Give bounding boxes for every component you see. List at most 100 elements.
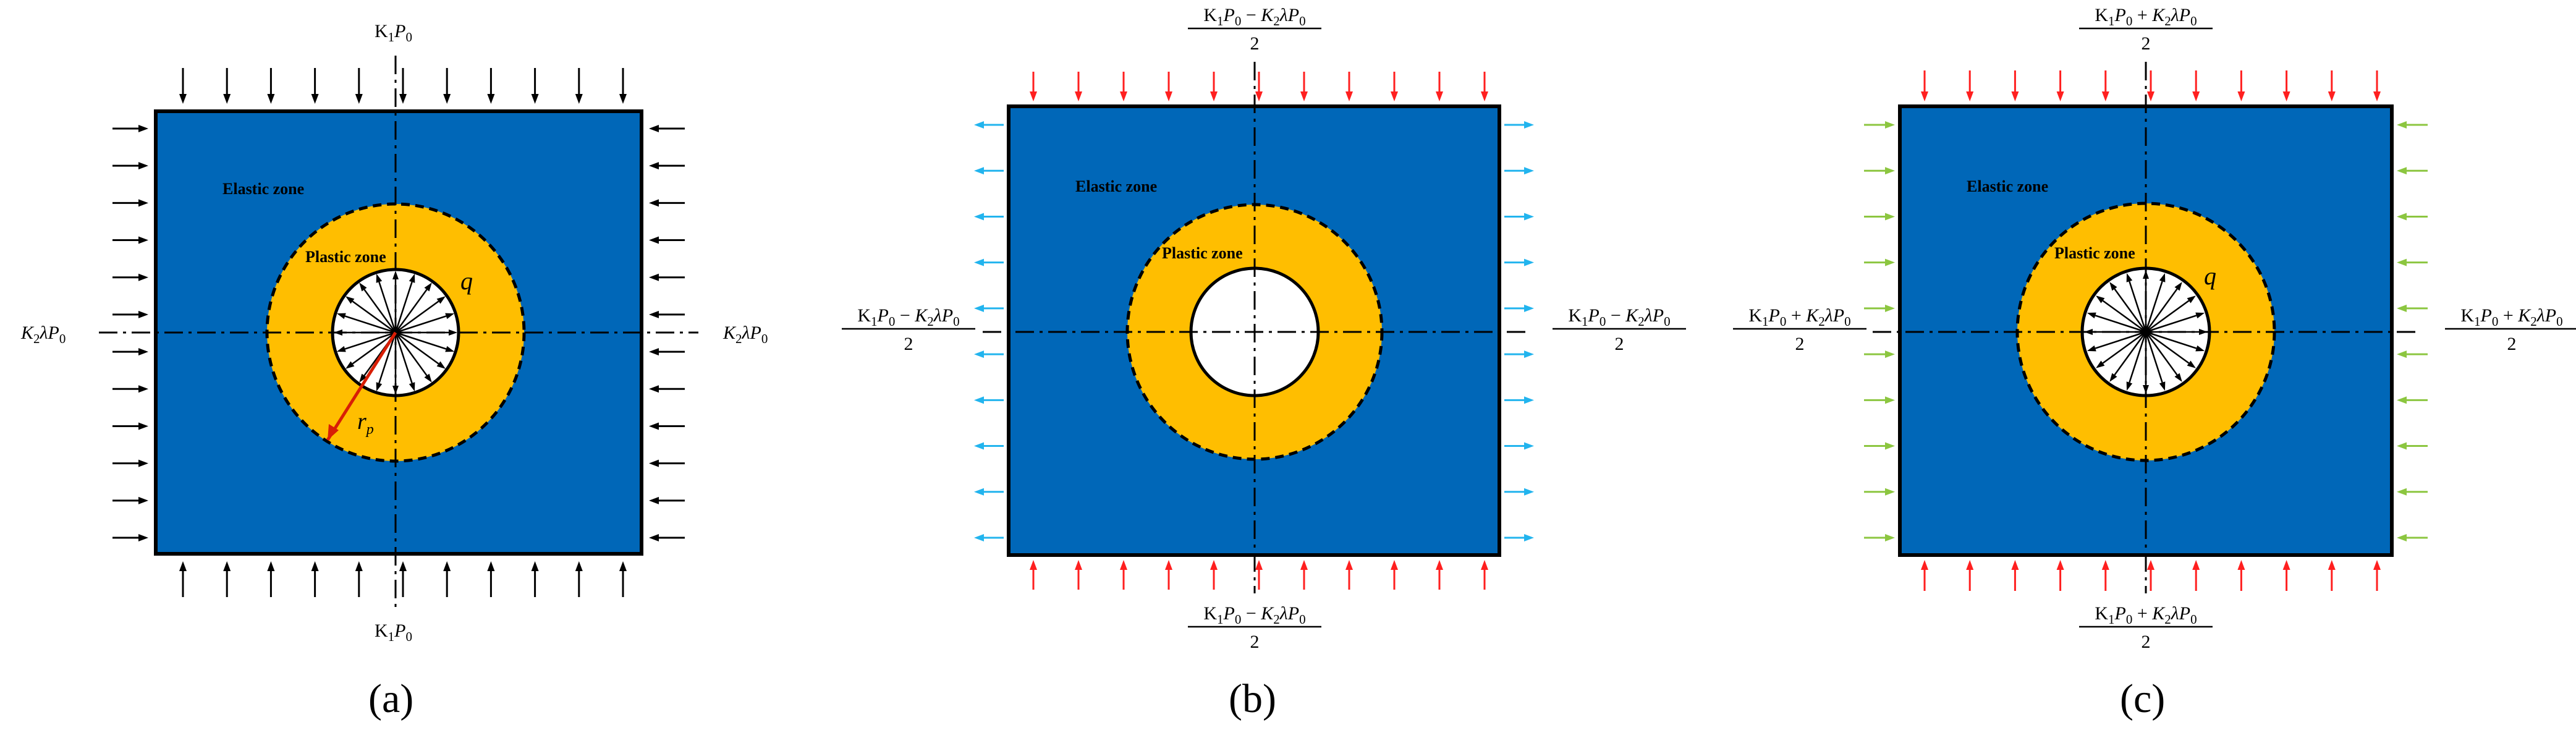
- arrow-icon: [619, 561, 627, 597]
- arrow-icon: [223, 561, 231, 597]
- arrow-icon: [112, 162, 148, 170]
- arrow-icon: [2147, 560, 2154, 591]
- fraction-denominator: 2: [2507, 334, 2517, 354]
- arrow-icon: [1504, 258, 1534, 266]
- arrow-icon: [974, 167, 1004, 175]
- elastic-zone-label: Elastic zone: [1967, 177, 2048, 195]
- arrow-icon: [2397, 121, 2428, 129]
- arrow-icon: [2237, 560, 2245, 591]
- arrow-icon: [267, 68, 275, 104]
- radial-arrow-icon: [395, 331, 446, 369]
- arrow-icon: [974, 534, 1004, 541]
- radial-arrow-icon: [2143, 270, 2149, 332]
- load-arrows: [112, 68, 685, 597]
- radial-arrow-icon: [2087, 331, 2146, 352]
- support-pressure-arrows: [2084, 270, 2208, 394]
- fraction-denominator: 2: [904, 334, 913, 354]
- fraction-numerator: K1P0 − K2λP0: [1203, 5, 1305, 28]
- support-pressure-label: q: [2204, 262, 2216, 290]
- plastic-zone-label: Plastic zone: [305, 248, 386, 266]
- elastic-zone-label: Elastic zone: [1075, 177, 1157, 195]
- arrow-icon: [974, 442, 1004, 450]
- top-load-label: K1P0: [375, 21, 412, 45]
- arrow-icon: [974, 258, 1004, 266]
- radial-arrow-icon: [2145, 331, 2182, 382]
- arrow-icon: [1075, 560, 1082, 590]
- arrow-icon: [2101, 560, 2109, 591]
- fraction-denominator: 2: [1250, 632, 1260, 652]
- arrow-icon: [575, 561, 583, 597]
- radial-arrow-icon: [345, 331, 396, 369]
- arrow-icon: [1921, 560, 1928, 591]
- arrow-icon: [2011, 70, 2019, 101]
- radial-arrow-icon: [396, 329, 457, 336]
- arrow-icon: [2237, 70, 2245, 101]
- arrow-icon: [1864, 167, 1895, 175]
- arrow-icon: [1345, 72, 1353, 101]
- arrow-icon: [1864, 442, 1895, 450]
- radial-arrow-icon: [376, 273, 397, 333]
- arrow-icon: [2397, 167, 2428, 175]
- arrow-icon: [974, 213, 1004, 221]
- arrow-icon: [443, 561, 451, 597]
- panel-c: Elastic zone Plastic zone q K1P0 + K2λP0…: [1733, 5, 2576, 721]
- arrow-icon: [1504, 213, 1534, 221]
- arrow-icon: [2397, 442, 2428, 450]
- support-pressure-label: q: [460, 267, 473, 295]
- plastic-radius-arrow: [326, 331, 397, 441]
- left-load-fraction: K1P0 − K2λP0 2: [842, 305, 975, 354]
- arrow-icon: [1391, 560, 1398, 590]
- arrow-icon: [1210, 560, 1218, 590]
- arrow-icon: [974, 304, 1004, 312]
- arrow-icon: [2373, 560, 2381, 591]
- arrow-icon: [974, 121, 1004, 129]
- arrow-icon: [1255, 560, 1263, 590]
- arrow-icon: [649, 236, 685, 244]
- fraction-numerator: K1P0 + K2λP0: [2095, 5, 2197, 28]
- arrow-icon: [531, 561, 539, 597]
- arrow-icon: [1966, 70, 1974, 101]
- radial-arrow-icon: [2126, 273, 2147, 333]
- arrow-icon: [1864, 488, 1895, 496]
- arrow-icon: [1864, 213, 1895, 221]
- arrow-icon: [2328, 560, 2336, 591]
- arrow-icon: [311, 561, 319, 597]
- arrow-icon: [1481, 72, 1488, 101]
- arrow-icon: [2397, 258, 2428, 266]
- arrow-icon: [1165, 72, 1172, 101]
- arrow-icon: [179, 68, 187, 104]
- arrow-icon: [649, 273, 685, 281]
- arrow-icon: [1255, 72, 1263, 101]
- radial-arrow-icon: [2145, 331, 2196, 368]
- plastic-radius-label: rp: [357, 409, 374, 438]
- arrow-icon: [531, 68, 539, 104]
- fraction-numerator: K1P0 − K2λP0: [1568, 305, 1670, 329]
- fraction-numerator: K1P0 − K2λP0: [857, 305, 959, 329]
- arrow-icon: [1120, 560, 1127, 590]
- radial-arrow-icon: [394, 282, 432, 333]
- plastic-zone-label: Plastic zone: [2054, 244, 2135, 262]
- arrow-icon: [575, 68, 583, 104]
- arrow-icon: [1481, 560, 1488, 590]
- fraction-numerator: K1P0 + K2λP0: [2460, 305, 2562, 329]
- arrow-icon: [2011, 560, 2019, 591]
- arrow-icon: [1864, 396, 1895, 404]
- arrow-icon: [1120, 72, 1127, 101]
- arrow-icon: [112, 125, 148, 132]
- bottom-load-label: K1P0: [375, 621, 412, 644]
- arrow-icon: [2056, 70, 2064, 101]
- fraction-denominator: 2: [2142, 33, 2151, 54]
- panel-b: Elastic zone Plastic zone K1P0 − K2λP02 …: [842, 5, 1686, 721]
- arrow-icon: [267, 561, 275, 597]
- radial-arrow-icon: [394, 273, 415, 333]
- arrow-icon: [311, 68, 319, 104]
- arrow-icon: [1864, 258, 1895, 266]
- arrow-icon: [1504, 350, 1534, 358]
- arrow-icon: [2147, 70, 2154, 101]
- arrow-icon: [619, 68, 627, 104]
- left-load-label: K2λP0: [20, 323, 66, 346]
- arrow-icon: [2192, 70, 2200, 101]
